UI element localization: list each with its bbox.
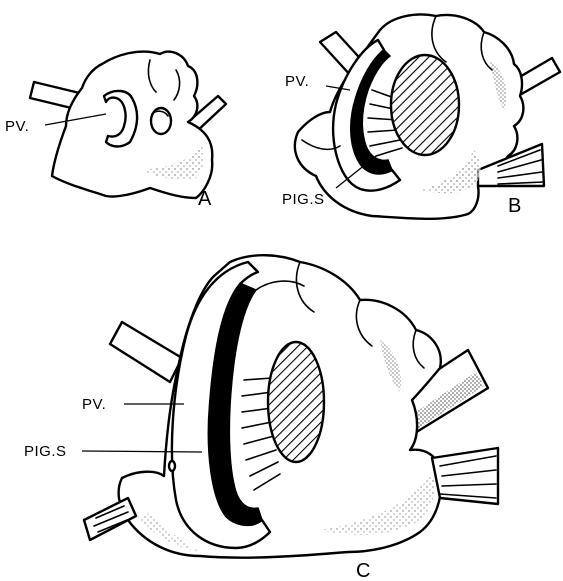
- panel-b-pv-label: PV.: [285, 73, 309, 90]
- panel-c-lens: [268, 342, 324, 462]
- panel-a: PV. A: [5, 52, 226, 210]
- panel-c-pv-label: PV.: [82, 396, 106, 413]
- panel-c-stalk-left: [110, 322, 182, 382]
- panel-c: PV. PIG.S C: [24, 255, 498, 581]
- panel-c-letter: C: [356, 560, 370, 581]
- panel-b: PV. PIG.S B: [282, 15, 560, 219]
- panel-a-letter: A: [198, 188, 212, 210]
- panel-b-lens: [391, 55, 459, 155]
- panel-b-pig-label: PIG.S: [282, 191, 325, 208]
- panel-c-pig-label: PIG.S: [24, 443, 67, 460]
- panel-a-pv-label: PV.: [5, 118, 29, 135]
- panel-b-letter: B: [508, 195, 521, 217]
- panel-c-notch: [169, 461, 175, 471]
